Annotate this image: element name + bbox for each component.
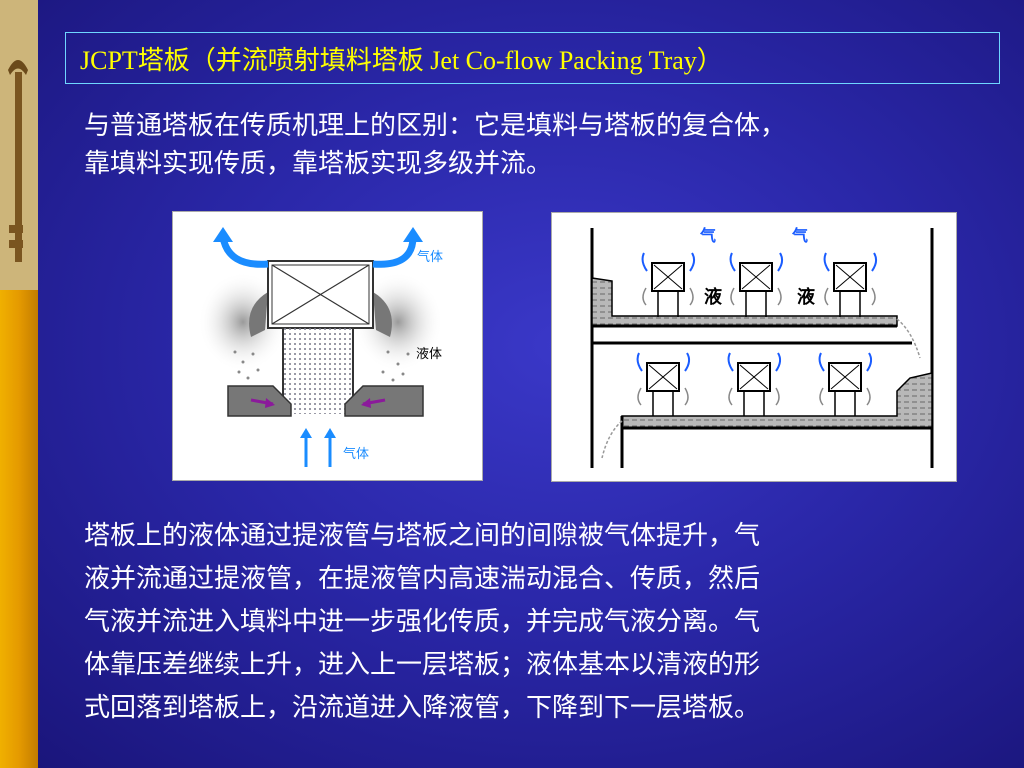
droplets xyxy=(233,350,410,382)
lower-packing-units xyxy=(646,362,862,416)
liquid-label: 液体 xyxy=(416,347,442,362)
multi-stage-tray-diagram: 气 气 液 液 xyxy=(551,212,957,482)
gas-inflow-arrows xyxy=(304,434,332,467)
spray-plume-right xyxy=(373,292,392,337)
jet-tray-unit-diagram: 气体 液体 气体 xyxy=(172,211,483,481)
liquid-label-1: 液 xyxy=(704,286,723,308)
title-frame xyxy=(65,32,1000,84)
upper-packing-units xyxy=(651,262,867,317)
lift-pipe xyxy=(283,328,353,414)
gas-outflow-arrow-left xyxy=(219,236,269,268)
spray-plume-left xyxy=(249,292,268,337)
body-line: 体靠压差继续上升，进入上一层塔板；液体基本以清液的形 xyxy=(84,650,761,680)
overflow-stream-left xyxy=(601,420,623,459)
decorative-strip-bottom xyxy=(0,290,38,768)
intro-paragraph: 与普通塔板在传质机理上的区别：它是填料与塔板的复合体， 靠填料实现传质，靠塔板实… xyxy=(84,107,1004,183)
overflow-stream-right xyxy=(896,318,921,359)
shovel-icon xyxy=(0,0,38,290)
body-line: 塔板上的液体通过提液管与塔板之间的间隙被气体提升，气 xyxy=(84,521,761,551)
liquid-label-2: 液 xyxy=(797,286,816,308)
gas-label-bottom: 气体 xyxy=(343,446,369,462)
body-line: 式回落到塔板上，沿流道进入降液管，下降到下一层塔板。 xyxy=(84,693,761,723)
intro-line: 靠填料实现传质，靠塔板实现多级并流。 xyxy=(84,149,553,179)
gas-flow-arrows xyxy=(636,252,878,372)
gas-label-1: 气 xyxy=(699,226,716,245)
page-title: JCPT塔板（并流喷射填料塔板 Jet Co-flow Packing Tray… xyxy=(80,46,723,75)
intro-line: 与普通塔板在传质机理上的区别：它是填料与塔板的复合体， xyxy=(84,111,787,141)
body-line: 液并流通过提液管，在提液管内高速湍动混合、传质，然后 xyxy=(84,564,761,594)
body-line: 气液并流进入填料中进一步强化传质，并完成气液分离。气 xyxy=(84,607,761,637)
body-paragraph: 塔板上的液体通过提液管与塔板之间的间隙被气体提升，气 液并流通过提液管，在提液管… xyxy=(84,515,1004,730)
liquid-return-arrows xyxy=(637,287,876,406)
gas-label-2: 气 xyxy=(791,226,808,245)
gas-label-top: 气体 xyxy=(417,249,443,265)
